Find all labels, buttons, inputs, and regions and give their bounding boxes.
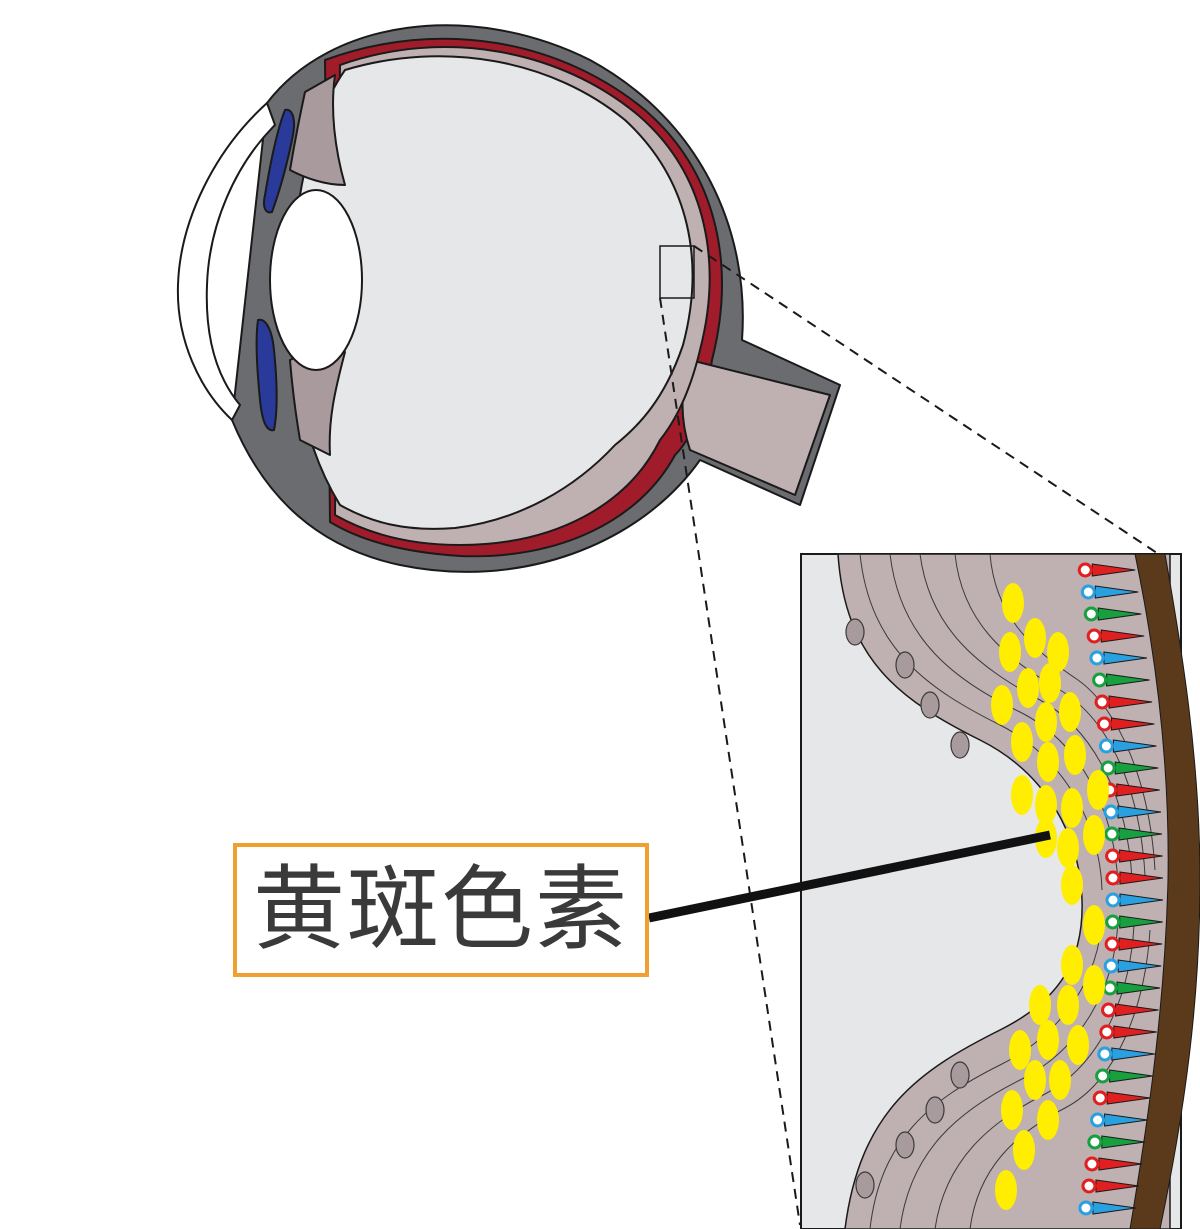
pigment-dot xyxy=(1009,1030,1031,1070)
macula-inset xyxy=(800,553,1200,1229)
cone-cell xyxy=(1102,980,1161,996)
pigment-dot xyxy=(1087,770,1109,810)
pigment-dot xyxy=(1002,583,1024,623)
cone-cell xyxy=(1105,870,1164,886)
pigment-dot xyxy=(1047,632,1069,672)
eyeball xyxy=(176,24,841,573)
pigment-dot xyxy=(1035,702,1057,742)
cone-cell xyxy=(1090,1112,1148,1128)
pigment-dot xyxy=(1059,692,1081,732)
cone-cell xyxy=(1092,1090,1151,1106)
pigment-dot xyxy=(1013,1130,1035,1170)
cone-cell xyxy=(1086,628,1145,644)
cone-cell xyxy=(1084,1156,1143,1172)
cone-cell xyxy=(1087,1134,1145,1150)
pigment-dot xyxy=(1049,1060,1071,1100)
cone-cell xyxy=(1094,694,1153,710)
zoom-region-marker xyxy=(659,245,695,299)
macular-pigment-label-box: 黄斑色素 xyxy=(233,843,649,977)
lens xyxy=(269,189,363,371)
pigment-dot xyxy=(1067,1025,1089,1065)
cone-cell xyxy=(1104,826,1162,842)
cone-cell xyxy=(1081,1178,1140,1194)
pigment-dot xyxy=(1011,722,1033,762)
pigment-dot xyxy=(995,1170,1017,1210)
pigment-dot xyxy=(1001,1090,1023,1130)
cone-cell xyxy=(1105,848,1163,864)
pigment-dot xyxy=(1035,785,1057,825)
cone-cell xyxy=(1097,1046,1155,1062)
photoreceptor-cones xyxy=(1077,562,1164,1216)
pigment-dot xyxy=(1037,1100,1059,1140)
cone-cell xyxy=(1104,936,1163,952)
macular-pigment-dots xyxy=(991,583,1109,1210)
pigment-dot xyxy=(1029,985,1051,1025)
cone-cell xyxy=(1105,914,1163,930)
inset-ganglion-cells xyxy=(845,618,970,1199)
zoom-projection-lines xyxy=(659,245,1161,1226)
pigment-dot xyxy=(1061,865,1083,905)
label-leader-line xyxy=(648,830,1051,923)
cone-cell xyxy=(1103,958,1162,974)
cone-cell xyxy=(1100,760,1159,776)
cone-cell xyxy=(1105,892,1164,908)
pigment-dot xyxy=(1039,663,1061,703)
cone-cell xyxy=(1096,716,1155,732)
cornea xyxy=(176,102,276,421)
pigment-dot xyxy=(1057,985,1079,1025)
macular-pigment-label: 黄斑色素 xyxy=(252,856,629,963)
pigment-dot xyxy=(1083,815,1105,855)
cone-cell xyxy=(1103,804,1162,820)
ciliary-body-upper xyxy=(289,74,346,186)
cone-cell xyxy=(1080,584,1139,600)
cone-cell xyxy=(1078,1200,1136,1216)
pigment-dot xyxy=(1037,1020,1059,1060)
pigment-dot xyxy=(999,632,1021,672)
pigment-dot xyxy=(1083,965,1105,1005)
cone-cell xyxy=(1077,562,1136,578)
pigment-dot xyxy=(1037,742,1059,782)
cone-cell xyxy=(1099,1024,1157,1040)
pigment-dot xyxy=(1024,1060,1046,1100)
iris-upper xyxy=(262,108,295,214)
retinal-pigment-epithelium xyxy=(1129,554,1200,1229)
cone-cell xyxy=(1095,1068,1153,1084)
pigment-dot xyxy=(1057,828,1079,868)
cone-cell xyxy=(1098,738,1157,754)
cone-cell xyxy=(1101,1002,1159,1018)
pigment-dot xyxy=(1024,618,1046,658)
pigment-dot xyxy=(991,685,1013,725)
iris-lower xyxy=(255,318,278,432)
inset-retina-layer xyxy=(837,554,1171,1229)
pigment-dot xyxy=(1011,775,1033,815)
cone-cell xyxy=(1089,650,1148,666)
cone-cell xyxy=(1092,672,1150,688)
pigment-dot xyxy=(1061,788,1083,828)
pigment-dot xyxy=(1017,668,1039,708)
pigment-dot xyxy=(1061,945,1083,985)
cone-cell xyxy=(1083,606,1142,622)
pigment-dot xyxy=(1083,905,1105,945)
pigment-dot xyxy=(1064,735,1086,775)
